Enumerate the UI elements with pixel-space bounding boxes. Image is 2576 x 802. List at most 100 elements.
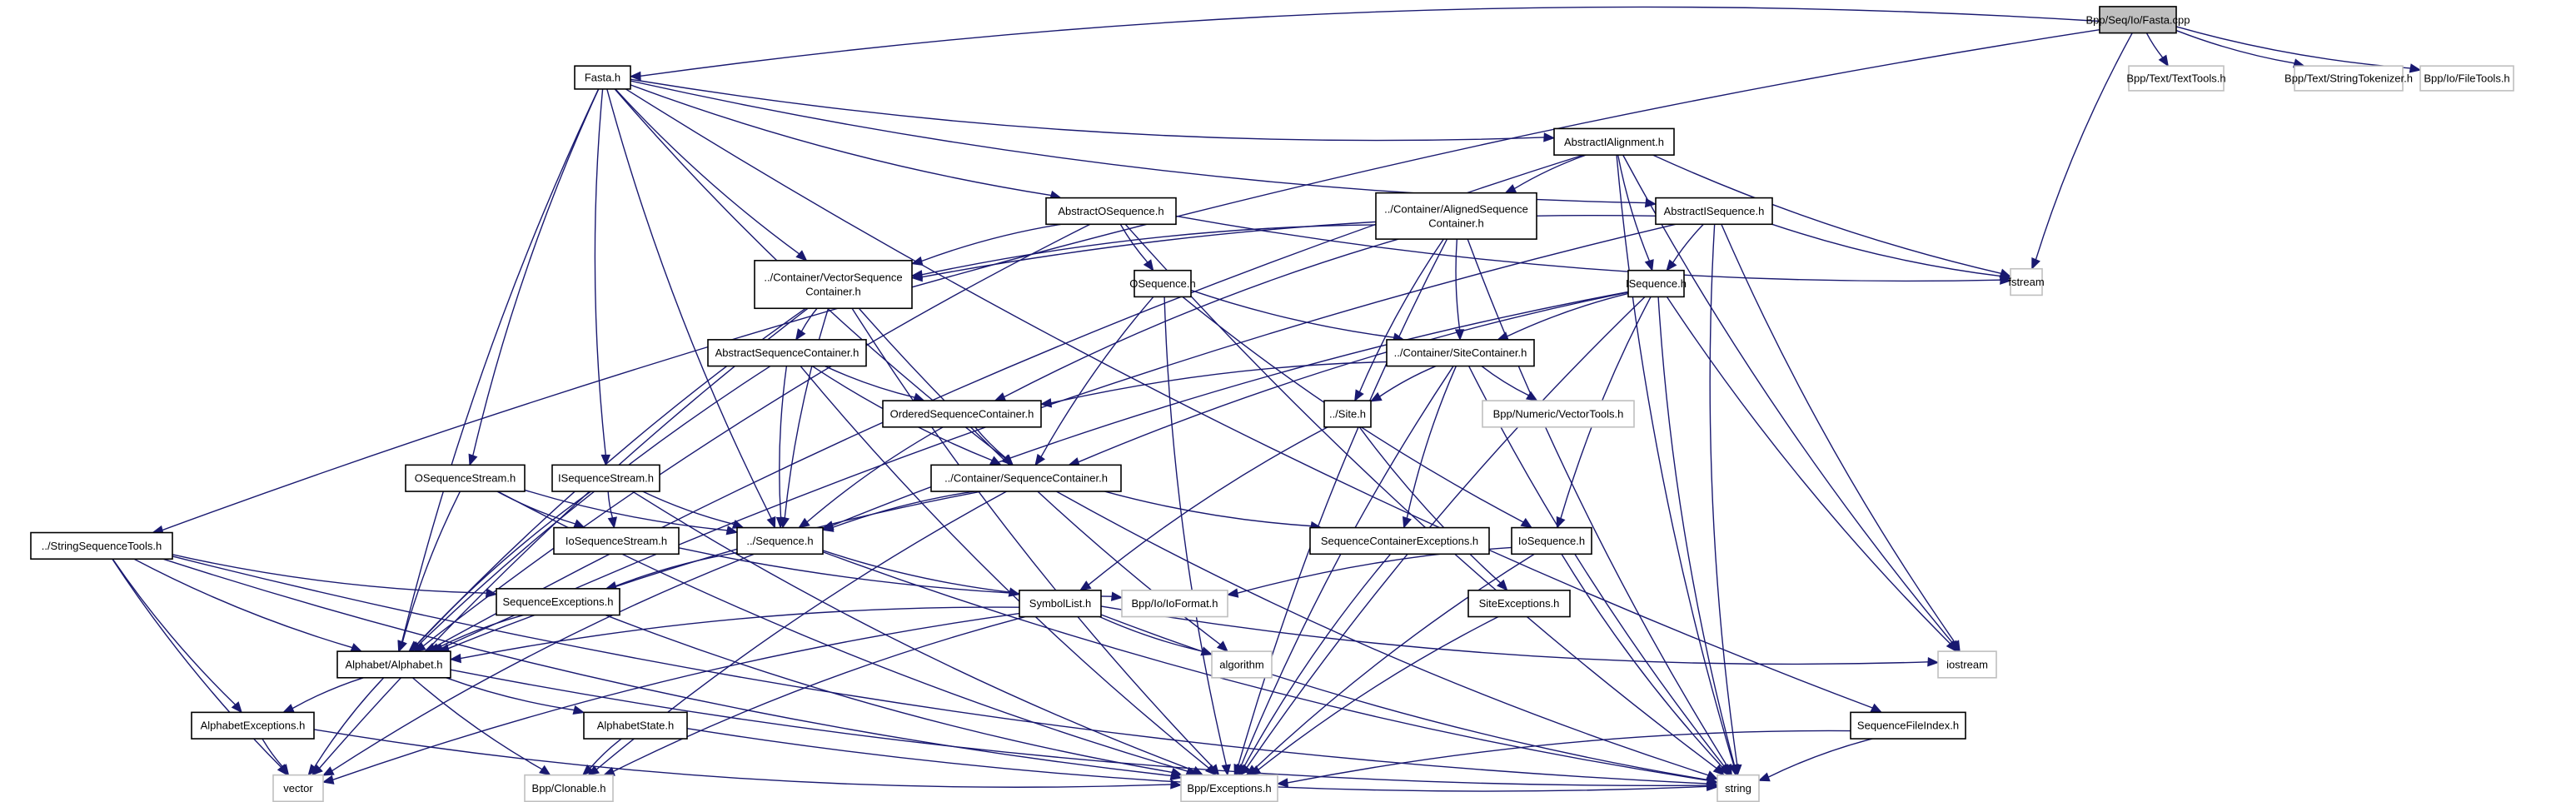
- node-seqcontainer[interactable]: ../Container/SequenceContainer.h: [930, 464, 1122, 492]
- node-exceptions[interactable]: Bpp/Exceptions.h: [1180, 774, 1278, 802]
- node-label: AbstractSequenceContainer.h: [715, 346, 859, 359]
- node-osequence[interactable]: OSequence.h: [1129, 269, 1196, 298]
- arrowhead-icon: [1525, 391, 1538, 401]
- arrowhead-icon: [994, 392, 1007, 401]
- node-vectortools[interactable]: Bpp/Numeric/VectorTools.h: [1482, 400, 1635, 428]
- edge-line: [822, 551, 1708, 781]
- edge-line: [1175, 215, 2001, 282]
- node-stringseqtools[interactable]: ../StringSequenceTools.h: [30, 531, 173, 560]
- arrowhead-icon: [1707, 781, 1719, 792]
- node-siteexceptions[interactable]: SiteExceptions.h: [1467, 590, 1571, 618]
- node-orderedseqcont[interactable]: OrderedSequenceContainer.h: [882, 400, 1042, 428]
- node-label: Alphabet/Alphabet.h: [345, 658, 442, 670]
- edge-orderedseqcont-to-seqcontainer: [974, 426, 1014, 466]
- edge-seqexceptions-to-alphabet: [427, 614, 524, 653]
- arrowhead-icon: [629, 71, 641, 82]
- arrowhead-icon: [607, 516, 617, 529]
- arrowhead-icon: [1870, 703, 1883, 713]
- node-string[interactable]: string: [1717, 774, 1760, 802]
- node-box: [30, 531, 173, 560]
- edge-line: [605, 614, 1173, 774]
- node-isequence[interactable]: ISequence.h: [1626, 269, 1687, 298]
- edge-line: [1004, 238, 1399, 398]
- edge-line: [1616, 155, 1735, 766]
- arrowhead-icon: [350, 643, 363, 652]
- arrowhead-icon: [821, 522, 835, 532]
- node-abstractialignment[interactable]: AbstractIAlignment.h: [1553, 127, 1675, 156]
- node-abstractosequence[interactable]: AbstractOSequence.h: [1045, 197, 1177, 226]
- node-symbollist[interactable]: SymbolList.h: [1019, 590, 1102, 618]
- edge-line: [172, 555, 1708, 785]
- node-stringtokenizer[interactable]: Bpp/Text/StringTokenizer.h: [2285, 65, 2413, 92]
- node-isequencestream[interactable]: ISequenceStream.h: [551, 464, 660, 492]
- edge-line: [1100, 605, 1929, 665]
- node-ioformat[interactable]: Bpp/Io/IoFormat.h: [1121, 590, 1228, 618]
- node-box: [524, 774, 614, 802]
- node-alphabetstate[interactable]: AlphabetState.h: [583, 711, 688, 740]
- node-alphabetexceptions[interactable]: AlphabetExceptions.h: [191, 711, 315, 740]
- edge-seqcontainer-to-sequence: [821, 491, 974, 532]
- node-iostream[interactable]: iostream: [1937, 650, 1997, 679]
- edge-alphabetexceptions-to-vector: [262, 738, 290, 776]
- node-box: [1511, 526, 1592, 555]
- node-box: [574, 65, 631, 90]
- node-filetools[interactable]: Bpp/Io/FileTools.h: [2419, 65, 2514, 92]
- node-label: AlphabetState.h: [597, 720, 675, 732]
- node-site[interactable]: ../Site.h: [1323, 400, 1372, 428]
- edge-line: [1287, 730, 1851, 784]
- edge-line: [447, 491, 982, 650]
- edge-line: [594, 88, 606, 456]
- node-iosequencestream[interactable]: IoSequenceStream.h: [553, 526, 680, 555]
- arrowhead-icon: [581, 764, 594, 776]
- node-box: [1019, 590, 1102, 618]
- edge-line: [314, 677, 385, 768]
- arrowhead-icon: [1216, 640, 1228, 652]
- node-seqfileindex[interactable]: SequenceFileIndex.h: [1850, 711, 1966, 740]
- edge-line: [162, 558, 1172, 777]
- node-seqcontexceptions[interactable]: SequenceContainerExceptions.h: [1309, 526, 1490, 555]
- edge-osequence-to-seqcontainer: [1034, 296, 1154, 466]
- node-label: AbstractIAlignment.h: [1564, 136, 1664, 148]
- edge-stringseqtools-to-alphabet: [133, 558, 363, 652]
- node-label: ../Site.h: [1329, 407, 1366, 420]
- arrowhead-icon: [1666, 259, 1677, 271]
- node-label: vector: [283, 782, 313, 795]
- edge-line: [112, 558, 236, 705]
- node-label: Fasta.h: [585, 72, 620, 84]
- node-label: IoSequenceStream.h: [566, 535, 667, 547]
- node-fstream[interactable]: fstream: [2008, 267, 2045, 296]
- edge-alphabet-to-alphabetexceptions: [282, 677, 364, 713]
- node-abstractseqcont[interactable]: AbstractSequenceContainer.h: [707, 339, 867, 367]
- node-osequencestream[interactable]: OSequenceStream.h: [405, 464, 526, 492]
- arrowhead-icon: [1927, 657, 1940, 667]
- node-abstractisequence[interactable]: AbstractISequence.h: [1655, 197, 1773, 226]
- node-box: [707, 339, 867, 367]
- arrowhead-icon: [795, 250, 808, 262]
- arrowhead-icon: [989, 456, 1002, 466]
- node-seqexceptions[interactable]: SequenceExceptions.h: [496, 588, 620, 616]
- edge-osequencestream-to-alphabet: [398, 491, 461, 653]
- edge-line: [441, 223, 1677, 649]
- node-label: Bpp/Exceptions.h: [1187, 782, 1271, 795]
- arrowhead-icon: [321, 766, 335, 776]
- node-alphabet[interactable]: Alphabet/Alphabet.h: [336, 650, 451, 679]
- edge-line: [800, 366, 1209, 769]
- arrowhead-icon: [485, 588, 498, 598]
- node-fasta_cpp[interactable]: Bpp/Seq/Io/Fasta.cpp: [2085, 6, 2190, 34]
- edge-line: [112, 558, 282, 768]
- node-algorithm[interactable]: algorithm: [1211, 650, 1273, 679]
- edge-line: [1124, 223, 1717, 770]
- edge-line: [1652, 154, 2001, 274]
- arrowhead-icon: [1008, 587, 1021, 597]
- node-sequence[interactable]: ../Sequence.h: [736, 526, 824, 555]
- arrowhead-icon: [1757, 772, 1771, 782]
- node-texttools[interactable]: Bpp/Text/TextTools.h: [2126, 65, 2226, 92]
- node-iosequence[interactable]: IoSequence.h: [1511, 526, 1592, 555]
- node-vector[interactable]: vector: [272, 774, 324, 802]
- edge-sitecontainer-to-seqcontexceptions: [1402, 366, 1457, 529]
- node-fasta_h[interactable]: Fasta.h: [574, 65, 631, 90]
- node-clonable[interactable]: Bpp/Clonable.h: [524, 774, 614, 802]
- node-sitecontainer[interactable]: ../Container/SiteContainer.h: [1386, 339, 1535, 367]
